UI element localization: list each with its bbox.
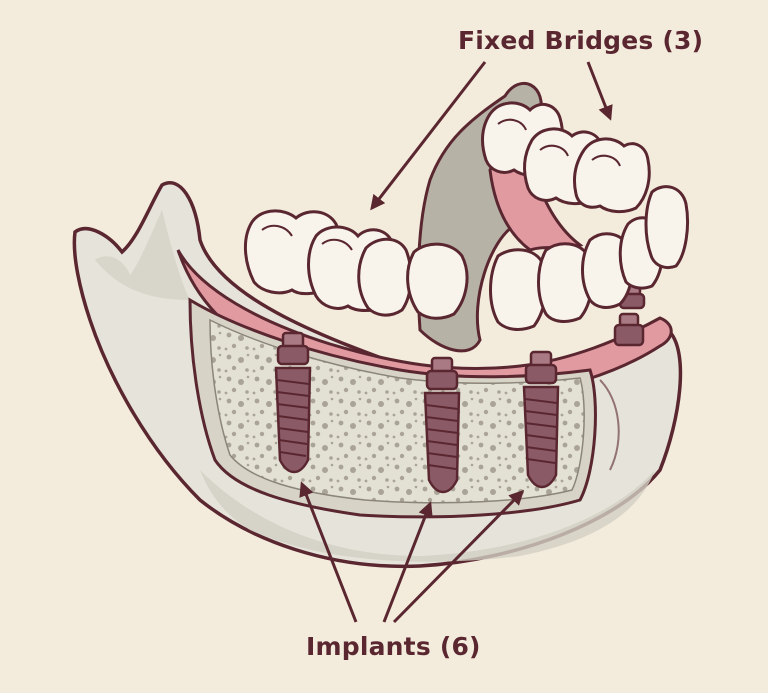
implant-right: [522, 350, 560, 489]
implant-middle: [423, 356, 461, 494]
bridges: [243, 101, 690, 331]
bridge-back: [481, 101, 651, 214]
implant-left: [274, 331, 312, 474]
fixed-bridges-label: Fixed Bridges (3): [458, 26, 704, 55]
arrow-to-back-bridge: [586, 61, 613, 121]
implant-back-lower: [613, 312, 645, 347]
implants: [274, 281, 646, 494]
arrow-to-left-bridge: [370, 61, 487, 211]
annotation-arrows: [299, 61, 613, 624]
bridge-left: [243, 209, 469, 320]
arrow-to-implant-left: [299, 481, 358, 623]
implants-label: Implants (6): [306, 632, 481, 661]
arrow-to-implant-middle: [382, 501, 433, 623]
arrow-to-implant-right: [392, 489, 525, 624]
bridge-front: [489, 185, 690, 331]
